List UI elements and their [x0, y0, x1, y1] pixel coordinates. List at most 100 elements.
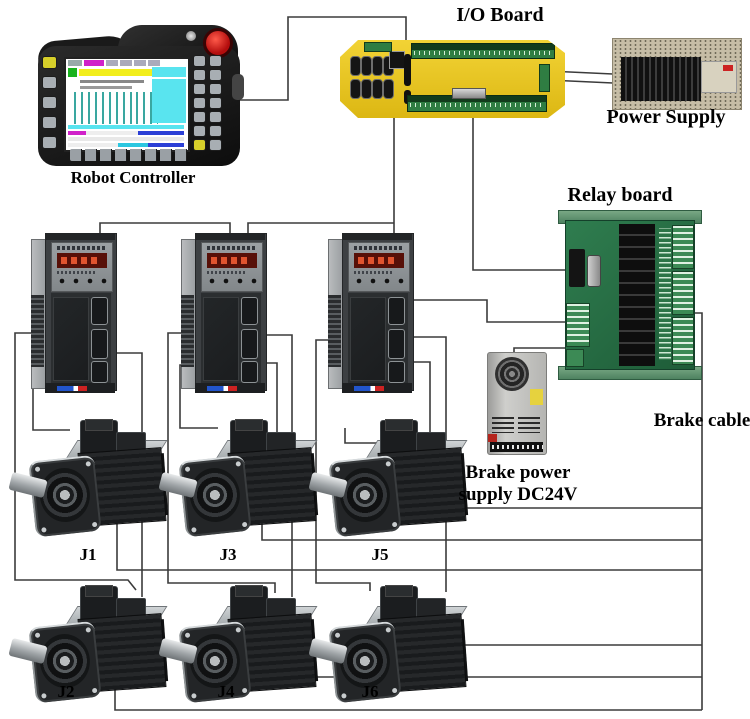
drive-label-text	[354, 246, 402, 250]
black-connector	[404, 54, 411, 86]
drive-logo	[57, 386, 87, 391]
dsub-connector	[361, 79, 372, 99]
flange-screw	[91, 687, 98, 694]
flange-screw	[391, 687, 398, 694]
pendant-key	[42, 76, 57, 89]
pendant-key	[209, 97, 222, 109]
brake-psu-label-line2: supply DC24V	[458, 483, 578, 505]
flange-screw	[41, 527, 47, 533]
relay-input-connector	[569, 249, 585, 287]
drive-sub-text	[354, 271, 394, 274]
drive-front-face	[201, 293, 261, 383]
brake-psu-sticker	[530, 389, 543, 405]
drive-front-face	[348, 293, 408, 383]
drive-cn2-connector	[388, 329, 405, 359]
brake-cable-label: Brake cable	[653, 410, 750, 431]
flange-screw	[85, 627, 92, 633]
drive-front-face	[51, 293, 111, 383]
brake-psu-red-mark	[488, 434, 497, 442]
screen-tab-active	[84, 60, 104, 66]
drive-sub-text	[207, 271, 247, 274]
drive-base	[45, 383, 115, 393]
dsub-connector	[361, 56, 372, 76]
relay-board-label: Relay board	[567, 184, 673, 206]
cable-controller-to-io	[238, 16, 407, 101]
pendant-key	[193, 139, 206, 151]
emergency-stop-button	[203, 28, 233, 58]
flange-screw	[184, 466, 191, 472]
dsub-connector	[372, 56, 383, 76]
pendant-key	[193, 125, 206, 137]
pendant-key	[209, 111, 222, 123]
drive-heatsink	[328, 295, 341, 367]
drive-cn1-connector	[388, 297, 405, 325]
pendant-key	[193, 55, 206, 67]
pendant-key	[42, 116, 57, 129]
flange-screw	[391, 521, 398, 528]
drive-top-cap	[45, 233, 115, 240]
motor-label-j6: J6	[361, 682, 379, 701]
pendant-key	[193, 97, 206, 109]
drive-top-cap	[195, 233, 265, 240]
flange-screw	[184, 632, 191, 638]
servo-motor-j1	[8, 419, 172, 540]
pendant-key	[193, 83, 206, 95]
drive-sub-text	[57, 271, 97, 274]
dsub-connector	[383, 79, 394, 99]
flange-screw	[91, 521, 98, 528]
io-board	[340, 40, 565, 118]
relay-terminal-block	[672, 317, 694, 365]
cable-chain-d2	[247, 222, 394, 237]
cable-d3-to-j6-left	[315, 339, 371, 591]
drive-cn1-connector	[91, 297, 108, 325]
relay-left-terminal-small	[566, 349, 584, 367]
relay-terminal-block	[672, 225, 694, 269]
drive-buttons	[354, 277, 406, 286]
brake-psu-label: Brake power supply DC24V	[448, 462, 588, 506]
io-board-label: I/O Board	[456, 4, 544, 26]
cable-d3-to-relay	[402, 299, 570, 323]
brake-power-supply	[487, 352, 547, 455]
terminal-strip-top	[411, 43, 555, 59]
screen-status-row	[68, 125, 184, 129]
drive-display-panel	[348, 242, 410, 292]
brake-psu-fan	[495, 357, 529, 391]
pendant-key	[209, 139, 222, 151]
screen-cyan-panel	[152, 79, 186, 123]
relay-left-terminal	[566, 303, 590, 347]
screen-highlight-row	[79, 69, 163, 76]
pendant-right-keypad	[193, 55, 239, 155]
relay-board	[558, 210, 702, 380]
dsub-connector	[350, 79, 361, 99]
relay-db-connector	[587, 255, 601, 287]
drive-display-panel	[201, 242, 263, 292]
terminal-strip-bottom	[407, 95, 547, 112]
flange-screw	[385, 627, 392, 633]
drive-logo	[207, 386, 237, 391]
drive-buttons	[57, 277, 109, 286]
drive-heatsink	[181, 295, 194, 367]
flange-screw	[34, 466, 41, 472]
brake-psu-vents	[518, 417, 540, 433]
green-connector-small	[364, 42, 392, 52]
drive-heatsink	[31, 295, 44, 367]
drive-logo	[354, 386, 384, 391]
flange-screw	[385, 461, 392, 467]
pendant-key	[209, 125, 222, 137]
screen-tabs	[106, 60, 162, 66]
power-supply	[612, 38, 742, 110]
center-connector	[452, 88, 486, 99]
cable-io-to-relay	[472, 100, 580, 271]
drive-base	[195, 383, 265, 393]
screen-data-table	[74, 92, 132, 124]
drive-door	[203, 297, 239, 381]
pendant-key	[209, 83, 222, 95]
relay-bank	[619, 224, 655, 366]
drive-base	[342, 383, 412, 393]
flange-screw	[235, 461, 242, 467]
flange-screw	[34, 632, 41, 638]
ethernet-port	[389, 51, 405, 69]
servo-drive-2	[181, 233, 267, 393]
black-connector	[404, 90, 411, 104]
